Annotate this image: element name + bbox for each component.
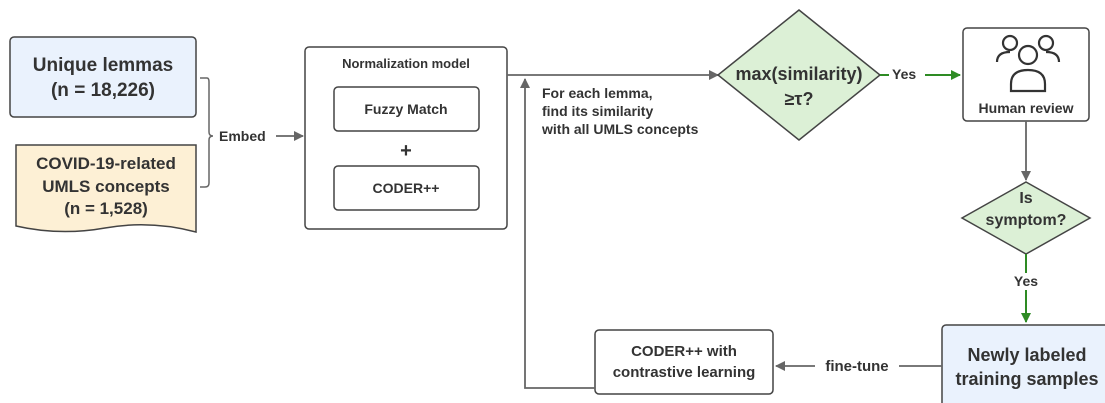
similarity-decision-line1: max(similarity)	[735, 64, 862, 84]
similarity-note-line3: with all UMLS concepts	[541, 121, 699, 137]
embed-connector: Embed	[200, 77, 304, 188]
newly-labeled-line1: Newly labeled	[967, 345, 1086, 365]
unique-lemmas-node: Unique lemmas (n = 18,226)	[9, 36, 197, 118]
unique-lemmas-count: (n = 18,226)	[51, 80, 155, 101]
people-icon	[995, 34, 1061, 93]
normalization-model-node: Normalization model Fuzzy Match + CODER+…	[304, 46, 508, 230]
plus-sign: +	[400, 140, 412, 162]
fuzzy-match-box	[333, 86, 480, 132]
coder-contrastive-node: CODER++ with contrastive learning	[594, 329, 774, 395]
fuzzy-match-label: Fuzzy Match	[364, 101, 447, 117]
similarity-note: For each lemma, find its similarity with…	[541, 85, 699, 137]
yes-label-1: Yes	[892, 66, 916, 82]
similarity-decision-node: max(similarity) ≥τ?	[716, 9, 882, 141]
arrow-feedback-loop	[520, 78, 595, 389]
similarity-note-line1: For each lemma,	[542, 85, 653, 101]
symptom-decision-line2: symptom?	[986, 212, 1067, 229]
coder-contrastive-line1: CODER++ with	[631, 343, 737, 360]
covid-concepts-node: COVID-19-related UMLS concepts (n = 1,52…	[15, 144, 197, 233]
coder-contrastive-line2: contrastive learning	[613, 364, 756, 381]
unique-lemmas-title: Unique lemmas	[33, 55, 173, 76]
similarity-note-line2: find its similarity	[542, 103, 653, 119]
symptom-decision-node: Is symptom?	[960, 181, 1092, 255]
embed-label: Embed	[219, 128, 266, 144]
newly-labeled-node: Newly labeled training samples	[941, 324, 1105, 403]
yes-label-2: Yes	[1014, 273, 1038, 289]
newly-labeled-line2: training samples	[955, 369, 1098, 389]
coder-box	[333, 165, 480, 211]
fine-tune-label: fine-tune	[825, 358, 888, 375]
human-review-node: Human review	[962, 27, 1090, 122]
covid-concepts-line1: COVID-19-related	[36, 154, 176, 173]
covid-concepts-count: (n = 1,528)	[64, 199, 148, 218]
covid-concepts-line2: UMLS concepts	[42, 177, 170, 196]
coder-label: CODER++	[373, 180, 440, 196]
symptom-decision-line1: Is	[1019, 190, 1032, 207]
normalization-model-title: Normalization model	[342, 56, 470, 71]
similarity-decision-line2: ≥τ?	[785, 89, 814, 109]
human-review-label: Human review	[979, 100, 1074, 116]
